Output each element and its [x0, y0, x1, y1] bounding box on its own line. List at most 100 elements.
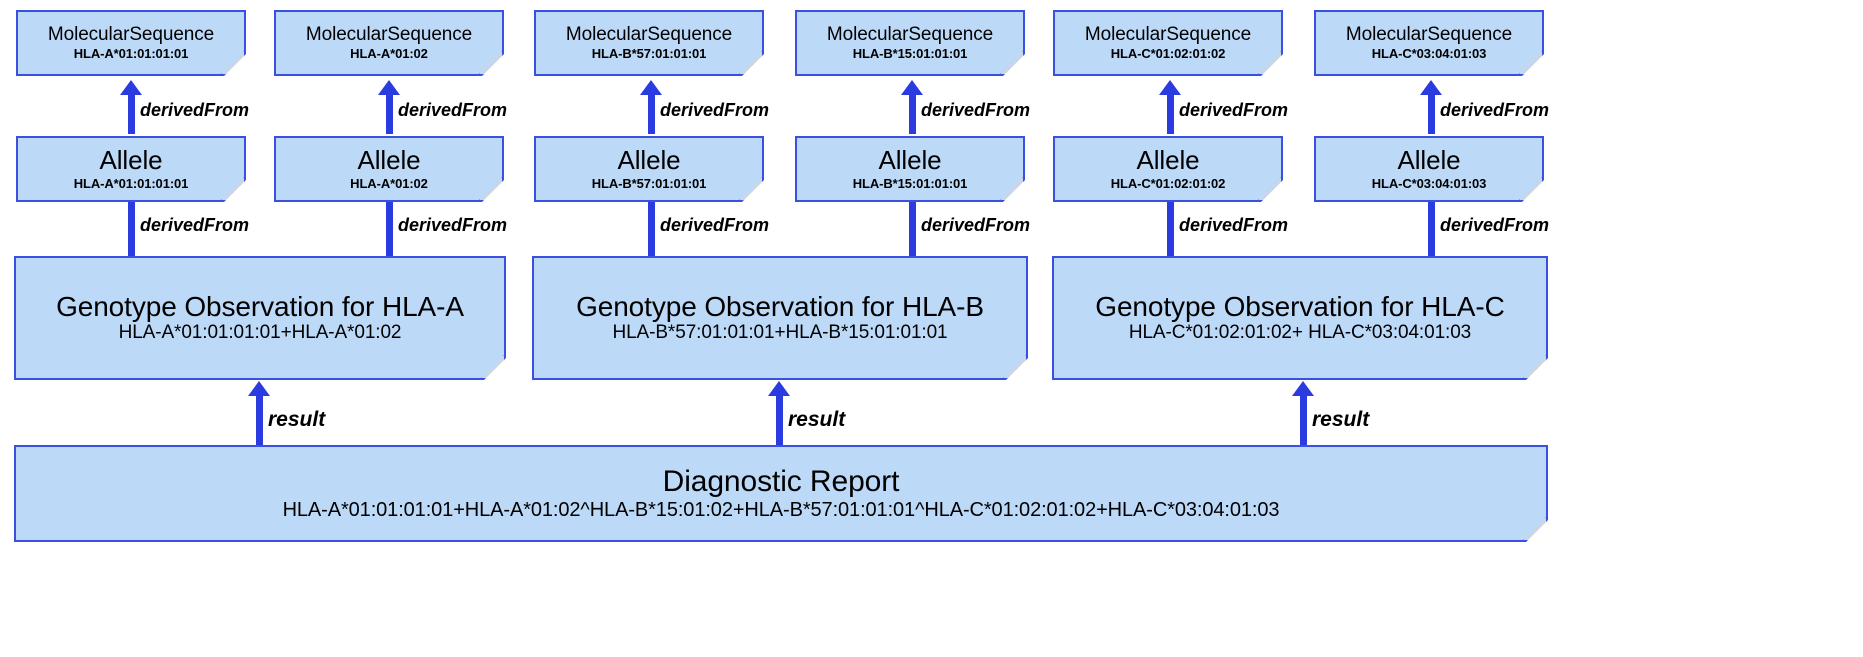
corner-fold-icon — [1519, 51, 1542, 74]
arrow-allele-to-sequence-2 — [386, 92, 393, 134]
arrow-allele-to-sequence-6 — [1428, 92, 1435, 134]
arrowhead-icon — [901, 80, 923, 95]
connector-observation-to-allele-1 — [128, 202, 135, 256]
node-value-label: HLA-A*01:01:01:01 — [73, 175, 189, 191]
node-type-label: Allele — [617, 145, 681, 176]
connector-observation-to-allele-5 — [1167, 202, 1174, 256]
allele-node-4[interactable]: Allele HLA-B*15:01:01:01 — [795, 136, 1025, 202]
arrow-report-to-observation-hla-a — [256, 393, 263, 445]
arrowhead-icon — [1420, 80, 1442, 95]
corner-fold-icon — [481, 355, 504, 378]
connector-observation-to-allele-6 — [1428, 202, 1435, 256]
arrow-report-to-observation-hla-c — [1300, 393, 1307, 445]
molecular-sequence-node-4[interactable]: MolecularSequence HLA-B*15:01:01:01 — [795, 10, 1025, 76]
node-value-label: HLA-B*15:01:01:01 — [852, 175, 968, 191]
connector-observation-to-allele-2 — [386, 202, 393, 256]
arrow-allele-to-sequence-4 — [909, 92, 916, 134]
arrowhead-icon — [378, 80, 400, 95]
node-value-label: HLA-C*03:04:01:03 — [1371, 175, 1487, 191]
edge-label-derivedfrom-9: derivedFrom — [660, 215, 770, 235]
node-type-label: MolecularSequence — [826, 23, 994, 45]
corner-fold-icon — [1523, 355, 1546, 378]
molecular-sequence-node-5[interactable]: MolecularSequence HLA-C*01:02:01:02 — [1053, 10, 1283, 76]
connector-observation-to-allele-4 — [909, 202, 916, 256]
corner-fold-icon — [1258, 177, 1281, 200]
molecular-sequence-node-6[interactable]: MolecularSequence HLA-C*03:04:01:03 — [1314, 10, 1544, 76]
node-value-label: HLA-C*01:02:01:02 — [1110, 45, 1226, 61]
edge-label-result-2: result — [788, 408, 846, 431]
molecular-sequence-node-1[interactable]: MolecularSequence HLA-A*01:01:01:01 — [16, 10, 246, 76]
molecular-sequence-node-2[interactable]: MolecularSequence HLA-A*01:02 — [274, 10, 504, 76]
edge-label-derivedfrom-7: derivedFrom — [140, 215, 250, 235]
corner-fold-icon — [1003, 355, 1026, 378]
edge-label-derivedfrom-10: derivedFrom — [921, 215, 1031, 235]
allele-node-1[interactable]: Allele HLA-A*01:01:01:01 — [16, 136, 246, 202]
node-value-label: HLA-C*03:04:01:03 — [1371, 45, 1487, 61]
corner-fold-icon — [1000, 177, 1023, 200]
arrowhead-icon — [1292, 381, 1314, 396]
corner-fold-icon — [479, 51, 502, 74]
node-type-label: MolecularSequence — [1345, 23, 1513, 45]
node-title-label: Diagnostic Report — [662, 464, 900, 498]
genotype-observation-node-hla-a[interactable]: Genotype Observation for HLA-A HLA-A*01:… — [14, 256, 506, 380]
node-value-label: HLA-B*15:01:01:01 — [852, 45, 968, 61]
allele-node-3[interactable]: Allele HLA-B*57:01:01:01 — [534, 136, 764, 202]
edge-label-result-3: result — [1312, 408, 1370, 431]
arrow-report-to-observation-hla-b — [776, 393, 783, 445]
connector-observation-to-allele-3 — [648, 202, 655, 256]
edge-label-derivedfrom-1: derivedFrom — [140, 100, 250, 120]
diagnostic-report-node[interactable]: Diagnostic Report HLA-A*01:01:01:01+HLA-… — [14, 445, 1548, 542]
node-type-label: Allele — [878, 145, 942, 176]
corner-fold-icon — [739, 51, 762, 74]
edge-label-derivedfrom-5: derivedFrom — [1179, 100, 1289, 120]
genotype-observation-node-hla-b[interactable]: Genotype Observation for HLA-B HLA-B*57:… — [532, 256, 1028, 380]
node-value-label: HLA-A*01:01:01:01 — [73, 45, 189, 61]
node-type-label: Allele — [1136, 145, 1200, 176]
molecular-sequence-node-3[interactable]: MolecularSequence HLA-B*57:01:01:01 — [534, 10, 764, 76]
arrowhead-icon — [1159, 80, 1181, 95]
node-title-label: Genotype Observation for HLA-B — [576, 290, 984, 322]
edge-label-derivedfrom-2: derivedFrom — [398, 100, 508, 120]
node-value-label: HLA-A*01:02 — [350, 45, 428, 61]
allele-node-5[interactable]: Allele HLA-C*01:02:01:02 — [1053, 136, 1283, 202]
arrow-allele-to-sequence-5 — [1167, 92, 1174, 134]
corner-fold-icon — [221, 51, 244, 74]
node-value-label: HLA-B*57:01:01:01+HLA-B*15:01:01:01 — [612, 322, 948, 344]
node-value-label: HLA-B*57:01:01:01 — [591, 45, 707, 61]
node-title-label: Genotype Observation for HLA-C — [1095, 290, 1505, 322]
corner-fold-icon — [739, 177, 762, 200]
node-value-label: HLA-C*01:02:01:02+ HLA-C*03:04:01:03 — [1128, 322, 1472, 344]
edge-label-derivedfrom-11: derivedFrom — [1179, 215, 1289, 235]
node-type-label: MolecularSequence — [1084, 23, 1252, 45]
arrowhead-icon — [120, 80, 142, 95]
corner-fold-icon — [1523, 517, 1546, 540]
edge-label-derivedfrom-6: derivedFrom — [1440, 100, 1550, 120]
genotype-observation-node-hla-c[interactable]: Genotype Observation for HLA-C HLA-C*01:… — [1052, 256, 1548, 380]
allele-node-6[interactable]: Allele HLA-C*03:04:01:03 — [1314, 136, 1544, 202]
node-title-label: Genotype Observation for HLA-A — [56, 290, 464, 322]
node-type-label: Allele — [99, 145, 163, 176]
edge-label-derivedfrom-12: derivedFrom — [1440, 215, 1550, 235]
allele-node-2[interactable]: Allele HLA-A*01:02 — [274, 136, 504, 202]
arrowhead-icon — [640, 80, 662, 95]
node-type-label: MolecularSequence — [305, 23, 473, 45]
corner-fold-icon — [1000, 51, 1023, 74]
arrowhead-icon — [768, 381, 790, 396]
arrowhead-icon — [248, 381, 270, 396]
corner-fold-icon — [221, 177, 244, 200]
node-value-label: HLA-A*01:01:01:01+HLA-A*01:02 — [118, 322, 402, 344]
node-value-label: HLA-A*01:01:01:01+HLA-A*01:02^HLA-B*15:0… — [282, 499, 1280, 522]
arrow-allele-to-sequence-3 — [648, 92, 655, 134]
corner-fold-icon — [1258, 51, 1281, 74]
edge-label-derivedfrom-4: derivedFrom — [921, 100, 1031, 120]
node-value-label: HLA-C*01:02:01:02 — [1110, 175, 1226, 191]
node-type-label: MolecularSequence — [565, 23, 733, 45]
corner-fold-icon — [479, 177, 502, 200]
node-type-label: MolecularSequence — [47, 23, 215, 45]
edge-label-derivedfrom-8: derivedFrom — [398, 215, 508, 235]
node-value-label: HLA-B*57:01:01:01 — [591, 175, 707, 191]
node-type-label: Allele — [357, 145, 421, 176]
corner-fold-icon — [1519, 177, 1542, 200]
node-value-label: HLA-A*01:02 — [350, 175, 428, 191]
